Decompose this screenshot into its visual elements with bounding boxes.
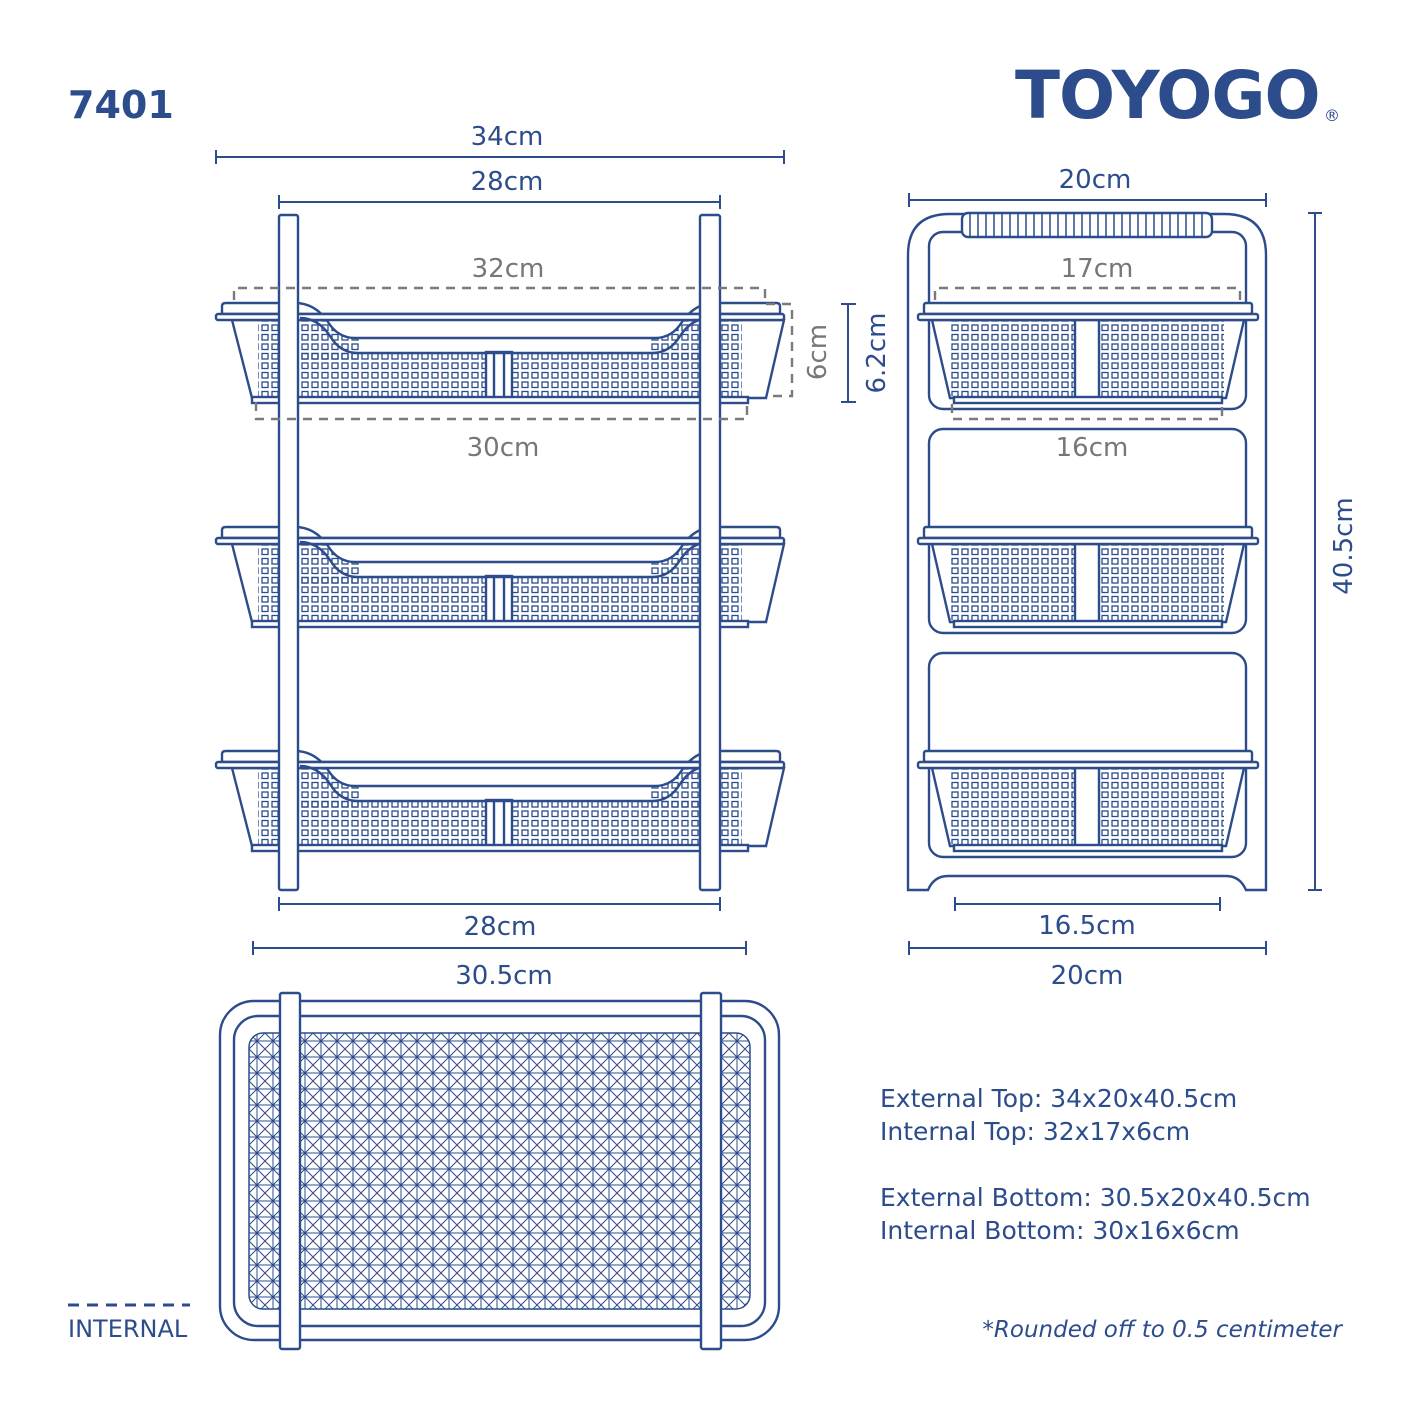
internal-top-outline: 32cm 30cm 6cm xyxy=(232,254,833,463)
front-dim-34: 34cm xyxy=(215,122,785,164)
front-dim-28-bottom: 28cm xyxy=(278,897,721,942)
footnote: *Rounded off to 0.5 centimeter xyxy=(982,1317,1343,1343)
front-dim-6-2: 6.2cm xyxy=(841,303,892,403)
svg-text:20cm: 20cm xyxy=(1059,165,1132,195)
svg-text:6cm: 6cm xyxy=(803,324,833,380)
front-view xyxy=(214,213,786,892)
side-view xyxy=(906,211,1268,892)
svg-text:20cm: 20cm xyxy=(1051,961,1124,991)
svg-text:16cm: 16cm xyxy=(1056,433,1129,463)
svg-text:6.2cm: 6.2cm xyxy=(862,313,892,394)
svg-text:30cm: 30cm xyxy=(467,433,540,463)
svg-text:40.5cm: 40.5cm xyxy=(1329,497,1359,595)
svg-text:16.5cm: 16.5cm xyxy=(1038,911,1136,941)
side-dim-16-5: 16.5cm xyxy=(954,897,1221,941)
side-dim-20-bottom: 20cm xyxy=(908,941,1267,991)
side-dim-height: 40.5cm xyxy=(1308,212,1359,891)
svg-text:28cm: 28cm xyxy=(471,167,544,197)
svg-text:28cm: 28cm xyxy=(464,912,537,942)
spec-external-bottom: External Bottom: 30.5x20x40.5cm xyxy=(880,1183,1311,1212)
top-view xyxy=(218,991,781,1351)
front-dim-30-5: 30.5cm xyxy=(252,941,747,991)
registered-mark: ® xyxy=(1324,106,1340,125)
spec-list: External Top: 34x20x40.5cm Internal Top:… xyxy=(880,1084,1311,1245)
spec-external-top: External Top: 34x20x40.5cm xyxy=(880,1084,1237,1113)
spec-internal-bottom: Internal Bottom: 30x16x6cm xyxy=(880,1216,1240,1245)
svg-text:30.5cm: 30.5cm xyxy=(455,961,553,991)
internal-legend-label: INTERNAL xyxy=(68,1315,188,1343)
side-dim-20-top: 20cm xyxy=(908,165,1267,207)
spec-internal-top: Internal Top: 32x17x6cm xyxy=(880,1117,1190,1146)
front-dim-28-top: 28cm xyxy=(278,167,721,209)
svg-text:34cm: 34cm xyxy=(471,122,544,152)
svg-text:17cm: 17cm xyxy=(1061,254,1134,284)
brand-logo: TOYOGO xyxy=(1015,57,1320,134)
svg-text:32cm: 32cm xyxy=(472,254,545,284)
side-internal-outline: 17cm 16cm xyxy=(933,254,1242,463)
model-number: 7401 xyxy=(68,83,174,127)
